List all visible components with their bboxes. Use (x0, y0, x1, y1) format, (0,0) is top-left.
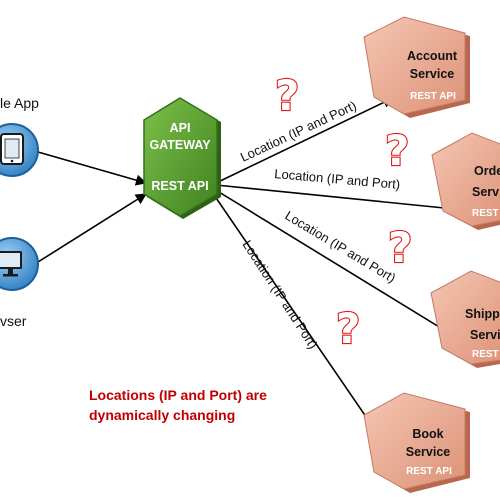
account-service: Account Service REST API (363, 16, 470, 118)
gateway-rest-label: REST API (151, 179, 208, 193)
book-service-rest-label: REST API (406, 466, 452, 477)
shipping-service-name-line2: Servi (470, 328, 500, 342)
shipping-service-shape (430, 270, 500, 365)
route-label-book: Location (IP and Port) (239, 237, 320, 351)
order-service: Orde Servi REST (431, 132, 500, 230)
order-service-rest-label: REST (472, 208, 499, 219)
arrow-gateway-to-order (215, 184, 486, 217)
gateway-hexagon (143, 97, 218, 217)
question-mark-icon: ? (388, 223, 412, 272)
question-mark-icon: ? (385, 126, 409, 175)
browser-label: vser (0, 313, 27, 329)
arrow-mobile-to-gateway (37, 151, 148, 186)
route-label-order: Location (IP and Port) (274, 166, 401, 192)
account-service-shape (363, 16, 466, 115)
book-service-name-line1: Book (412, 427, 443, 441)
book-service: Book Service REST API (363, 392, 470, 493)
order-service-shape (431, 132, 500, 227)
arrow-gateway-to-account (215, 97, 395, 184)
note-line2: dynamically changing (89, 407, 235, 423)
mobile-app-label: le App (0, 95, 39, 111)
api-gateway: API GATEWAY REST API (143, 97, 221, 219)
note-line1: Locations (IP and Port) are (89, 387, 267, 403)
route-label-shipping: Location (IP and Port) (282, 208, 398, 286)
arrow-browser-to-gateway (37, 193, 147, 263)
gateway-title-line1: API (170, 121, 191, 135)
shipping-service: Shipp Servi REST (430, 270, 500, 368)
order-service-name-line2: Servi (472, 185, 500, 199)
shipping-service-name-line1: Shipp (465, 307, 500, 321)
shipping-service-rest-label: REST (472, 349, 499, 360)
account-service-name-line2: Service (410, 67, 455, 81)
question-mark-icon: ? (336, 304, 360, 353)
question-marks: ? ? ? ? (274, 70, 414, 354)
account-service-name-line1: Account (407, 49, 458, 63)
question-mark-icon: ? (275, 71, 299, 120)
dynamic-locations-note: Locations (IP and Port) are dynamically … (89, 387, 267, 423)
browser-client: vser (0, 237, 39, 329)
tablet-icon (0, 133, 24, 165)
book-service-shape (363, 392, 466, 490)
mobile-app-client: le App (0, 95, 39, 177)
monitor-icon (0, 251, 22, 277)
order-service-name-line1: Orde (474, 164, 500, 178)
account-service-rest-label: REST API (410, 91, 456, 102)
gateway-title-line2: GATEWAY (149, 138, 211, 152)
arrow-gateway-to-shipping (213, 188, 481, 353)
book-service-name-line2: Service (406, 445, 451, 459)
